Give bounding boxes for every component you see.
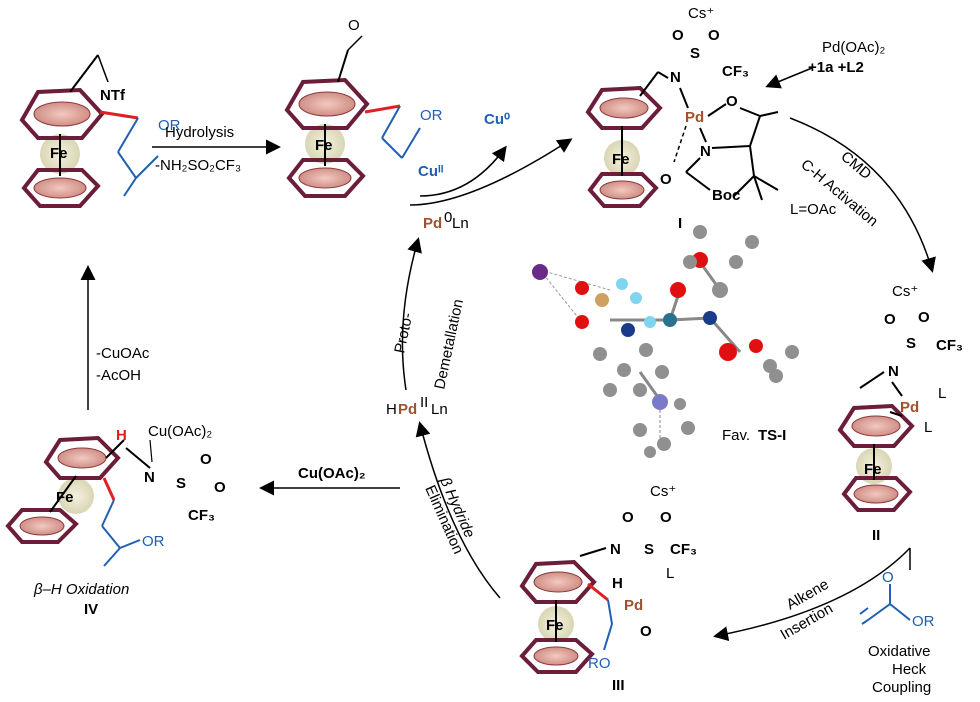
ferrocene-top-left: Fe bbox=[19, 87, 105, 208]
ferrocene-III: Fe bbox=[519, 559, 597, 674]
acrylate-or: OR bbox=[912, 613, 935, 630]
hpd-ln: Ln bbox=[431, 401, 448, 418]
hpd-palladium: Pd bbox=[398, 401, 417, 418]
IV-ester: OR bbox=[142, 533, 165, 550]
III-hydrogen: H bbox=[612, 575, 623, 592]
ts-name: TS-I bbox=[758, 427, 786, 444]
III-sulfur: S bbox=[644, 541, 654, 558]
aldehyde-oxygen: O bbox=[348, 17, 360, 34]
hpd-superscript: II bbox=[420, 394, 428, 411]
ester-label-top-left: OR bbox=[158, 117, 181, 134]
pd0-ln: Ln bbox=[452, 215, 469, 232]
cu0-label: Cu⁰ bbox=[484, 111, 510, 128]
ts-prefix: Fav. bbox=[722, 427, 750, 444]
III-o2: O bbox=[660, 509, 672, 526]
II-o1: O bbox=[884, 311, 896, 328]
acrylate-oxygen: O bbox=[882, 569, 894, 586]
cuoac-label: Cu(OAc)₂ bbox=[298, 465, 366, 482]
ts-structure-model bbox=[532, 225, 799, 458]
catalyst-pdoac: Pd(OAc)₂ bbox=[822, 39, 886, 56]
pd0-label: Pd bbox=[423, 215, 442, 232]
III-o: O bbox=[640, 623, 652, 640]
IV-sulfur: S bbox=[176, 475, 186, 492]
acoh-loss: -AcOH bbox=[96, 367, 141, 384]
III-ro: RO bbox=[588, 655, 611, 672]
cu-arc bbox=[419, 145, 507, 197]
beta-hydride-arrow bbox=[415, 421, 501, 599]
II-nitrogen: N bbox=[888, 363, 899, 380]
I-nitrogen2: N bbox=[700, 143, 711, 160]
protodemetallation-arrow bbox=[401, 237, 422, 391]
pd0-to-I-arrow bbox=[409, 138, 573, 206]
cmd-label: CMD bbox=[837, 148, 874, 183]
fe-label: Fe bbox=[546, 617, 564, 634]
IV-cf3: CF₃ bbox=[188, 507, 215, 524]
catalyst-substrates: +1a +L2 bbox=[808, 59, 864, 76]
ferrocene-aldehyde: Fe bbox=[284, 77, 370, 198]
I-o1: O bbox=[672, 27, 684, 44]
I-label: I bbox=[678, 215, 682, 232]
I-boc: Boc bbox=[712, 187, 740, 204]
hydrolysis-byproduct: -NH₂SO₂CF₃ bbox=[155, 157, 241, 174]
cmd-arrow bbox=[789, 117, 936, 273]
imine-label: NTf bbox=[100, 87, 126, 104]
III-cf3: CF₃ bbox=[670, 541, 697, 558]
II-palladium: Pd bbox=[900, 399, 919, 416]
hpd-hydrogen: H bbox=[386, 401, 397, 418]
III-cesium: Cs⁺ bbox=[650, 483, 676, 500]
III-ligand: L bbox=[666, 565, 674, 582]
cuoac-loss: -CuOAc bbox=[96, 345, 150, 362]
II-cesium: Cs⁺ bbox=[892, 283, 918, 300]
hydrolysis-label: Hydrolysis bbox=[165, 124, 234, 141]
ferrocene-II: Fe bbox=[837, 403, 915, 512]
III-palladium: Pd bbox=[624, 597, 643, 614]
insertion-label: Insertion bbox=[778, 600, 836, 643]
III-o1: O bbox=[622, 509, 634, 526]
pd0-superscript: 0 bbox=[444, 209, 452, 226]
II-cf3: CF₃ bbox=[936, 337, 963, 354]
II-label: II bbox=[872, 527, 880, 544]
fe-label: Fe bbox=[864, 461, 882, 478]
I-sulfur: S bbox=[690, 45, 700, 62]
III-nitrogen: N bbox=[610, 541, 621, 558]
I-o2: O bbox=[708, 27, 720, 44]
ferrocene-I: Fe bbox=[585, 85, 663, 208]
I-ligand-def: L=OAc bbox=[790, 201, 837, 218]
proto-label: Proto- bbox=[391, 311, 416, 355]
I-o-boc: O bbox=[660, 171, 672, 188]
fe-label: Fe bbox=[612, 151, 630, 168]
II-l1: L bbox=[938, 385, 946, 402]
demetallation-label: Demetallation bbox=[431, 298, 467, 391]
heck-line3: Coupling bbox=[872, 679, 931, 696]
catalyst-arrow bbox=[765, 67, 813, 89]
I-o3: O bbox=[726, 93, 738, 110]
heck-line1: Oxidative bbox=[868, 643, 931, 660]
IV-caption: β–H Oxidation bbox=[33, 581, 129, 598]
IV-copper: Cu(OAc)₂ bbox=[148, 423, 212, 440]
IV-o2: O bbox=[214, 479, 226, 496]
cu2-label: Cuᴵᴵ bbox=[418, 163, 444, 180]
III-label: III bbox=[612, 677, 625, 694]
IV-label: IV bbox=[84, 601, 98, 618]
IV-nitrogen: N bbox=[144, 469, 155, 486]
I-palladium: Pd bbox=[685, 109, 704, 126]
I-cesium: Cs⁺ bbox=[688, 5, 714, 22]
IV-o: O bbox=[200, 451, 212, 468]
ferrocene-IV: Fe bbox=[5, 435, 121, 544]
I-cf3: CF₃ bbox=[722, 63, 749, 80]
fe-label: Fe bbox=[50, 145, 68, 162]
II-sulfur: S bbox=[906, 335, 916, 352]
alkene-insertion-arrow bbox=[713, 547, 911, 642]
heck-line2: Heck bbox=[892, 661, 927, 678]
fe-label: Fe bbox=[315, 137, 333, 154]
ester-label-aldehyde: OR bbox=[420, 107, 443, 124]
fe-label: Fe bbox=[56, 489, 74, 506]
II-l2: L bbox=[924, 419, 932, 436]
II-o2: O bbox=[918, 309, 930, 326]
I-nitrogen: N bbox=[670, 69, 681, 86]
IV-hydrogen: H bbox=[116, 427, 127, 444]
